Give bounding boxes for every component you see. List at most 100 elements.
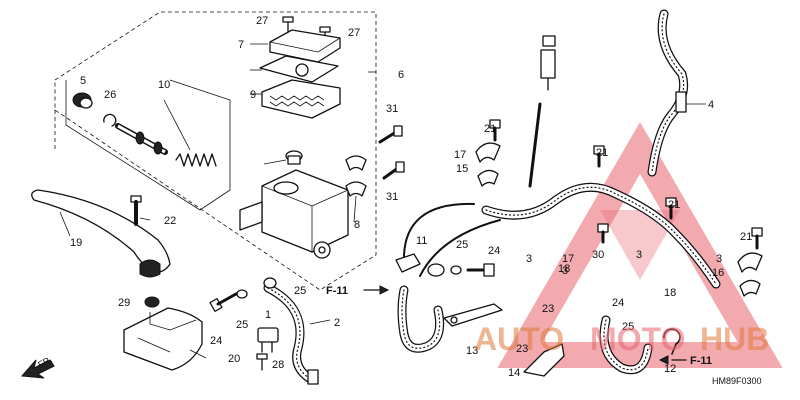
part-number-label: 21: [596, 147, 608, 159]
part-number-label: 16: [712, 267, 724, 279]
part-number-label: 1: [265, 309, 271, 321]
part-number-label: 17: [562, 253, 574, 265]
f11-arrow-right: [658, 355, 687, 365]
bolt-24-left: [209, 292, 238, 312]
part-number-label: 10: [158, 79, 170, 91]
screw-28: [256, 353, 268, 371]
part-number-label: 8: [354, 219, 360, 231]
part-number-label: 31: [386, 103, 398, 115]
circlip-26: [103, 113, 117, 127]
part-number-label: 18: [664, 287, 676, 299]
part-number-label: 29: [118, 297, 130, 309]
part-number-label: 22: [164, 215, 176, 227]
master-cylinder-body: [239, 169, 349, 259]
diaphragm-9: [261, 79, 341, 119]
part-number-label: 3: [636, 249, 642, 261]
part-number-label: 13: [466, 345, 478, 357]
part-number-label: 25: [236, 319, 248, 331]
pivot-bolt-22: [130, 195, 142, 226]
svg-text:HUB: HUB: [700, 321, 769, 357]
washer-25-a: [236, 289, 248, 299]
front-direction-arrow: [20, 359, 55, 379]
bolt-30: [597, 223, 609, 244]
part-number-label: 3: [562, 265, 568, 277]
part-number-label: 25: [294, 285, 306, 297]
bracket-16: [523, 343, 565, 377]
part-number-label: 21: [668, 199, 680, 211]
part-number-label: 14: [508, 367, 520, 379]
part-number-label: 24: [488, 245, 500, 257]
clamp-17-right: [737, 252, 763, 297]
reservoir-cap-7: [269, 29, 341, 63]
bolt-24-mid: [466, 263, 495, 277]
part-number-label: 23: [516, 343, 528, 355]
cap-14: [285, 150, 303, 165]
clamp-17-left: [475, 142, 501, 187]
part-number-label: 18: [558, 263, 570, 275]
part-number-label: 25: [456, 239, 468, 251]
washer-25-b: [450, 265, 462, 275]
brake-hose-lower-left: [397, 285, 445, 353]
part-number-label: 17: [454, 149, 466, 161]
part-number-label: 3: [716, 253, 722, 265]
part-number-label: 19: [70, 237, 82, 249]
part-number-label: 3: [526, 253, 532, 265]
bracket-15: [443, 303, 503, 327]
part-number-label: 15: [456, 163, 468, 175]
bolt-31-upper: [378, 125, 403, 144]
leader-lines: [59, 43, 706, 359]
watermark-logo: [497, 122, 783, 368]
bolt-25-upper: [263, 277, 277, 289]
part-number-label: 28: [272, 359, 284, 371]
nut-29: [144, 296, 160, 308]
part-number-label: 23: [542, 303, 554, 315]
bolt-21-d: [751, 227, 763, 250]
brake-hose-lower-right: [599, 315, 653, 375]
brake-lever-19: [31, 189, 171, 278]
set-plate-10: [259, 55, 339, 83]
piston-set-11: [115, 123, 217, 167]
bolt-21-b: [593, 145, 605, 168]
brake-pipe-upper: [528, 35, 556, 188]
ref-f11-left: F-11: [326, 285, 348, 297]
bolt-31-lower: [382, 161, 405, 180]
part-number-label: 4: [708, 99, 714, 111]
master-cylinder-frame: [54, 11, 377, 291]
part-number-label: 21: [484, 123, 496, 135]
brake-hose-2: [263, 283, 319, 385]
drawing-code: HM89F0300: [712, 376, 762, 386]
part-number-label: 30: [592, 249, 604, 261]
part-number-label: 20: [228, 353, 240, 365]
ref-f11-right: F-11: [690, 355, 712, 367]
svg-text:MOTO: MOTO: [590, 321, 685, 357]
part-number-label: 5: [80, 75, 86, 87]
part-number-label: 7: [238, 39, 244, 51]
stop-switch-1: [257, 327, 279, 353]
group-11-bracket: [65, 79, 231, 211]
switch-cover-20: [123, 307, 203, 371]
part-number-label: 24: [210, 335, 222, 347]
part-number-label: 26: [104, 89, 116, 101]
part-number-label: 2: [334, 317, 340, 329]
brake-hose-3: [481, 182, 721, 289]
part-number-label: 27: [348, 27, 360, 39]
part-number-label: 11: [416, 235, 427, 247]
part-number-label: 31: [386, 191, 398, 203]
clip-13: [663, 328, 681, 355]
part-number-label: 12: [664, 363, 676, 375]
part-number-label: 27: [256, 15, 268, 27]
svg-text:AUTO: AUTO: [474, 321, 564, 357]
part-number-label: 9: [250, 89, 256, 101]
joint-12: [395, 253, 445, 277]
part-number-label: 21: [740, 231, 752, 243]
brake-hose-4: [647, 9, 689, 177]
watermark-text: AUTO MOTO HUB: [474, 321, 769, 357]
f11-arrow-left: [363, 285, 390, 295]
holder-8: [345, 155, 367, 197]
brake-pipe-loop: [402, 202, 501, 277]
part-number-label: 25: [622, 321, 634, 333]
bolt-21-c: [665, 197, 677, 220]
